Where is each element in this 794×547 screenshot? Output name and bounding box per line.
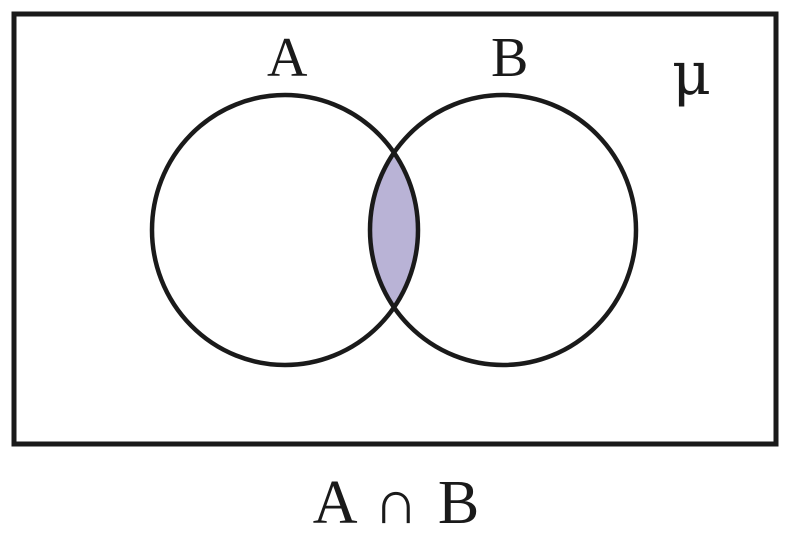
universe-label: μ — [672, 39, 711, 109]
diagram-caption: A ∩ B — [312, 469, 482, 537]
set-a-label: A — [267, 27, 308, 89]
set-a-circle — [149, 92, 421, 368]
set-b-circle — [367, 92, 639, 368]
set-b-label: B — [491, 27, 529, 89]
